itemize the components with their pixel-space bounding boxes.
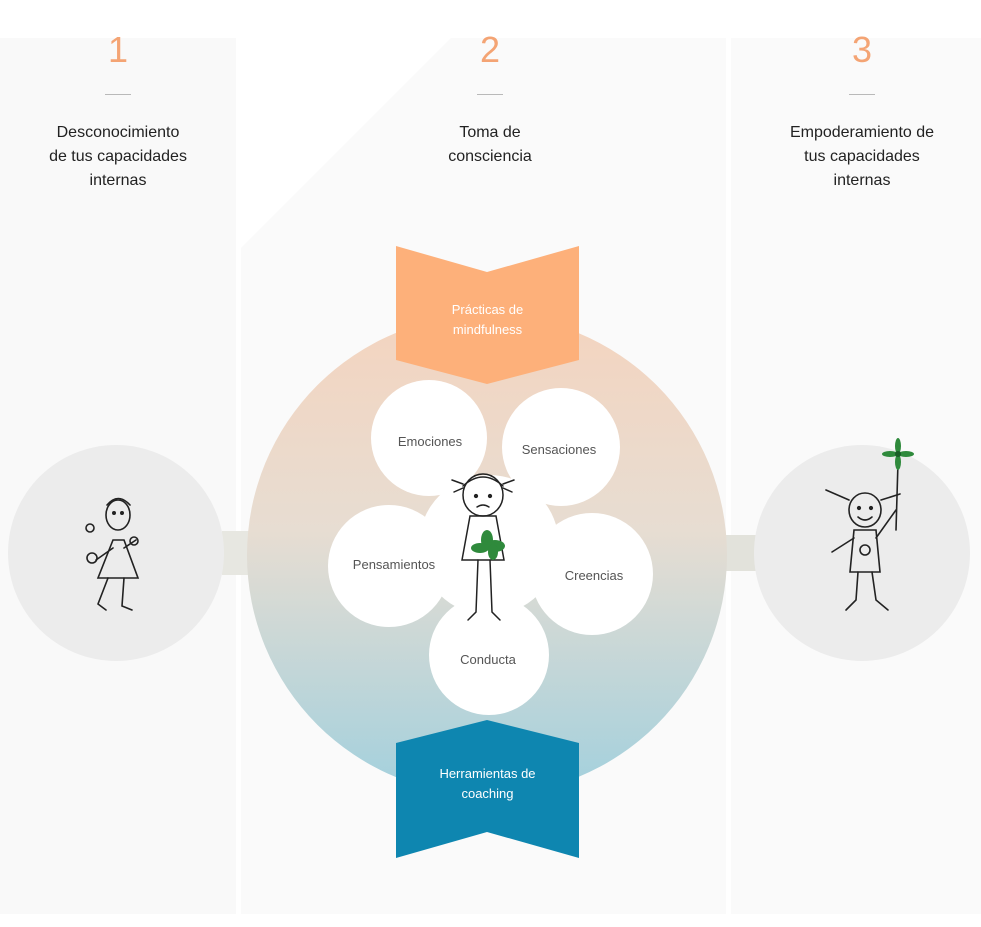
petal-emociones bbox=[371, 380, 487, 496]
petal-label-conducta: Conducta bbox=[460, 652, 516, 667]
petal-label-emociones: Emociones bbox=[397, 434, 463, 449]
petal-pensamientos bbox=[328, 505, 450, 627]
sad-child-drawing-icon bbox=[85, 497, 140, 611]
coaching-banner-label: Herramientas de coaching bbox=[439, 766, 536, 801]
step-1-header: 1 Desconocimiento de tus capacidades int… bbox=[18, 28, 218, 193]
flower-icon bbox=[882, 438, 914, 470]
step-1-caption: Desconocimiento de tus capacidades inter… bbox=[49, 124, 187, 189]
mindfulness-banner-label: Prácticas de mindfulness bbox=[451, 302, 524, 337]
before-bubble bbox=[8, 445, 224, 661]
petal-label-creencias: Creencias bbox=[564, 568, 624, 583]
step-3-caption: Empoderamiento de tus capacidades intern… bbox=[789, 124, 935, 189]
petal-label-pensamientos: Pensamientos bbox=[352, 557, 436, 572]
step-2-number: 2 bbox=[479, 29, 501, 70]
petal-creencias bbox=[531, 513, 653, 635]
step-3-header: 3 Empoderamiento de tus capacidades inte… bbox=[762, 28, 962, 193]
step-2-caption: Toma de consciencia bbox=[448, 124, 532, 165]
coaching-banner bbox=[396, 720, 579, 858]
step-1-number: 1 bbox=[107, 29, 129, 70]
step-2-header: 2 Toma de consciencia bbox=[390, 28, 590, 169]
plant-icon bbox=[471, 530, 505, 560]
step-1-divider bbox=[105, 94, 131, 95]
petal-conducta bbox=[429, 595, 549, 715]
petal-sensaciones bbox=[502, 388, 620, 506]
petal-label-sensaciones: Sensaciones bbox=[521, 442, 597, 457]
step-2-divider bbox=[477, 94, 503, 95]
petal-group bbox=[328, 380, 653, 715]
mindfulness-banner bbox=[396, 246, 579, 384]
step-3-number: 3 bbox=[851, 29, 873, 70]
step-3-divider bbox=[849, 94, 875, 95]
happy-child-drawing-icon bbox=[825, 461, 901, 611]
child-with-plant-drawing-icon bbox=[451, 473, 515, 621]
